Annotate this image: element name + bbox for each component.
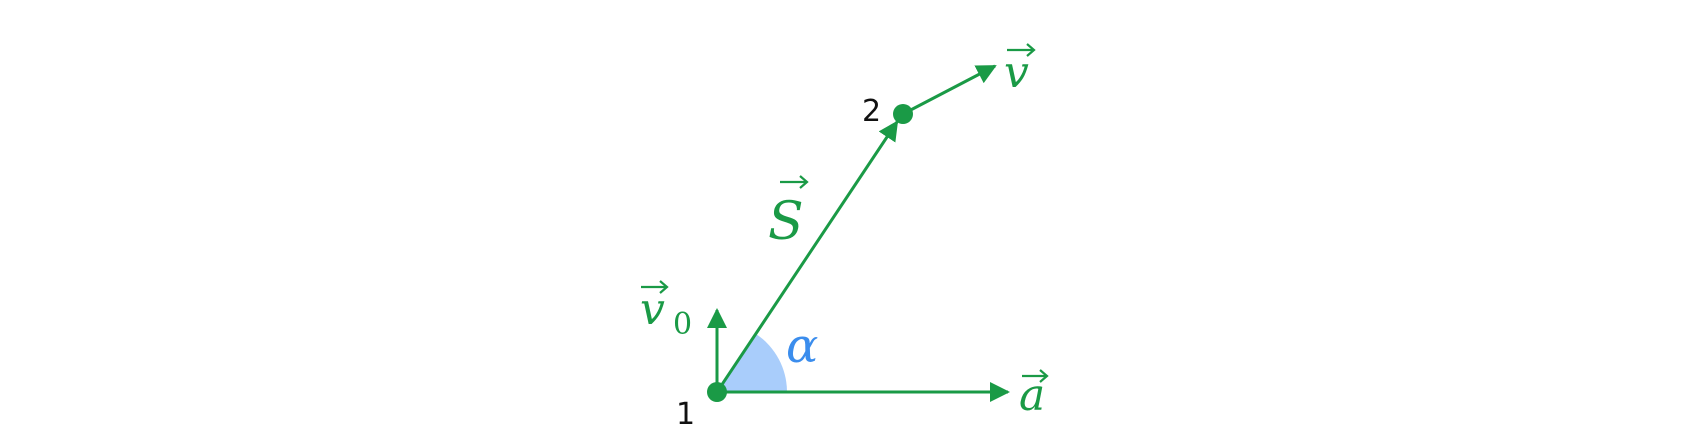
svg-text:a: a [1019,370,1045,421]
displacement-vector [715,120,899,393]
final-velocity-vector [902,64,997,116]
angle-alpha-sector [717,334,787,392]
right-arrow-overline-icon [780,175,809,189]
displacement-label: S [768,175,809,252]
point-1-dot [707,382,727,402]
svg-text:v: v [1004,47,1029,98]
right-arrow-overline-icon [1007,43,1036,57]
point-2-dot [893,104,913,124]
right-arrow-overline-icon [641,280,669,294]
svg-text:S: S [768,192,804,252]
final-velocity-label: v [1004,43,1036,98]
angle-alpha-label: α [786,318,818,374]
acceleration-label: a [1019,369,1049,421]
point-2-label: 2 [862,94,881,129]
right-arrow-overline-icon [1022,369,1049,383]
svg-text:0: 0 [673,307,692,342]
point-1-label: 1 [676,397,695,432]
initial-velocity-label: v 0 [640,280,692,342]
svg-text:v: v [640,284,665,335]
